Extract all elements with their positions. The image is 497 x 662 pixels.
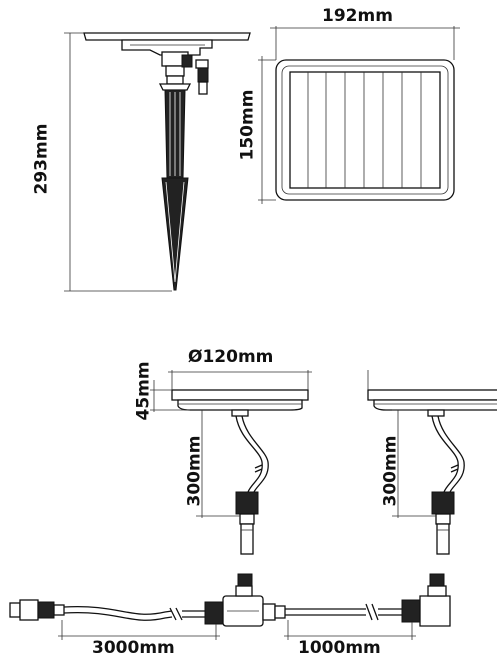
cable-main-label: 3000mm bbox=[92, 638, 175, 658]
dimension-cable-lines bbox=[58, 620, 416, 640]
stake-spike bbox=[161, 177, 189, 291]
panel-mount-box bbox=[121, 39, 213, 56]
panel-connector bbox=[197, 67, 209, 83]
panel-width-label: 192mm bbox=[322, 6, 393, 26]
panel-cells bbox=[307, 72, 422, 188]
branch-cable bbox=[285, 608, 366, 616]
dimension-293mm-line bbox=[64, 32, 172, 292]
panel-edge bbox=[83, 32, 251, 41]
cable-assembly bbox=[9, 573, 451, 627]
dimension-right-light-lines bbox=[367, 370, 436, 518]
t-connector bbox=[204, 601, 224, 625]
light-rim bbox=[171, 389, 309, 401]
main-cable bbox=[63, 605, 173, 615]
solar-stake-side-view bbox=[83, 32, 251, 291]
solar-panel-top-view bbox=[275, 59, 455, 201]
light-diameter-label: Ø120mm bbox=[188, 347, 274, 367]
spotlight-right bbox=[367, 389, 497, 555]
stake-height-label: 293mm bbox=[31, 123, 52, 195]
light-cable bbox=[235, 415, 263, 493]
dimension-left-light-lines bbox=[150, 370, 312, 518]
cable-right-label: 300mm bbox=[380, 435, 401, 507]
dimension-panel-lines bbox=[258, 26, 460, 204]
panel-height-label: 150mm bbox=[237, 89, 258, 161]
cable-branch-label: 1000mm bbox=[298, 638, 381, 658]
spotlight-left bbox=[171, 389, 309, 555]
panel-frame bbox=[275, 59, 455, 201]
cable-left-label: 300mm bbox=[184, 435, 205, 507]
light-connector bbox=[235, 491, 259, 515]
dc-plug bbox=[9, 602, 21, 618]
elbow-connector bbox=[401, 599, 421, 623]
light-height-label: 45mm bbox=[133, 361, 154, 421]
